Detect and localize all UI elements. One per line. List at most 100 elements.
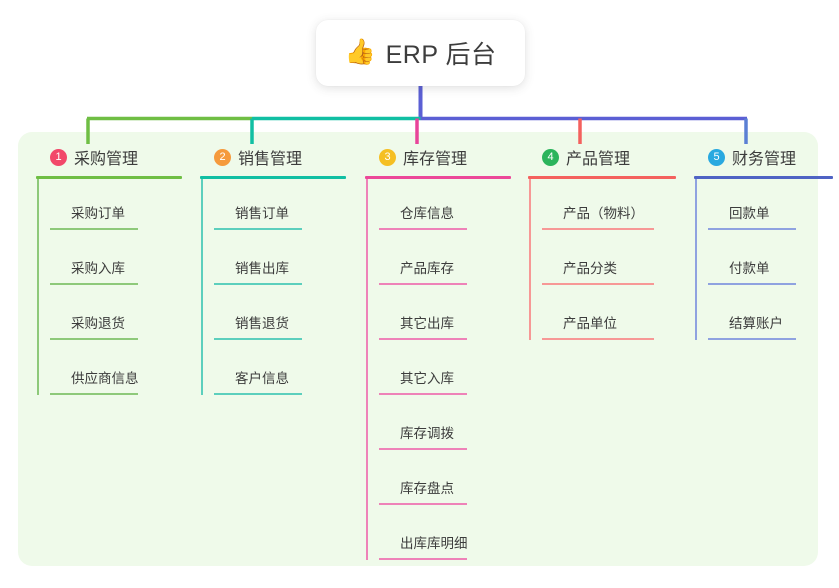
leaf-item-underline — [379, 393, 467, 395]
column-items-3: 仓库信息产品库存其它出库其它入库库存调拨库存盘点出库库明细 — [365, 179, 511, 564]
column-title-1: 采购管理 — [74, 151, 139, 168]
leaf-item[interactable]: 供应商信息 — [50, 344, 182, 399]
leaf-item-label: 销售出库 — [235, 261, 289, 276]
column-rail-3 — [366, 179, 368, 560]
leaf-item-underline — [214, 338, 302, 340]
column-rail-4 — [529, 179, 531, 340]
leaf-item-label: 采购订单 — [71, 206, 125, 221]
root-node-card[interactable]: 👍 ERP 后台 — [316, 20, 525, 86]
leaf-item[interactable]: 销售退货 — [214, 289, 346, 344]
leaf-item-label: 销售订单 — [235, 206, 289, 221]
column-underline-2 — [200, 176, 346, 179]
leaf-item-label: 其它出库 — [400, 316, 454, 331]
leaf-item[interactable]: 付款单 — [708, 234, 833, 289]
leaf-item[interactable]: 客户信息 — [214, 344, 346, 399]
thumbs-up-icon: 👍 — [344, 37, 376, 66]
leaf-item-underline — [379, 503, 467, 505]
background-panel — [18, 132, 818, 566]
leaf-item-label: 库存调拨 — [400, 426, 454, 441]
column-title-5: 财务管理 — [732, 151, 797, 168]
leaf-item-underline — [50, 393, 138, 395]
leaf-item-label: 出库库明细 — [400, 536, 468, 551]
leaf-item-underline — [379, 228, 467, 230]
column-4: 4 产品管理产品（物料） 产品分类产品单位 — [528, 144, 676, 344]
leaf-item[interactable]: 产品库存 — [379, 234, 511, 289]
column-rail-1 — [37, 179, 39, 395]
leaf-item-underline — [379, 338, 467, 340]
leaf-item[interactable]: 仓库信息 — [379, 179, 511, 234]
leaf-item-label: 客户信息 — [235, 371, 289, 386]
leaf-item-underline — [379, 283, 467, 285]
leaf-item[interactable]: 销售订单 — [214, 179, 346, 234]
column-underline-4 — [528, 176, 676, 179]
leaf-item[interactable]: 回款单 — [708, 179, 833, 234]
column-rail-5 — [695, 179, 697, 340]
leaf-item-label: 付款单 — [729, 261, 770, 276]
leaf-item-underline — [50, 338, 138, 340]
leaf-item[interactable]: 产品分类 — [542, 234, 676, 289]
column-items-1: 采购订单采购入库采购退货供应商信息 — [36, 179, 182, 399]
leaf-item-label: 库存盘点 — [400, 481, 454, 496]
leaf-item[interactable]: 采购退货 — [50, 289, 182, 344]
column-header-1[interactable]: 1 采购管理 — [36, 144, 182, 170]
leaf-item-label: 产品（物料） — [563, 206, 644, 221]
column-rail-2 — [201, 179, 203, 395]
leaf-item[interactable]: 采购订单 — [50, 179, 182, 234]
leaf-item-label: 仓库信息 — [400, 206, 454, 221]
column-items-2: 销售订单销售出库销售退货客户信息 — [200, 179, 346, 399]
leaf-item-label: 销售退货 — [235, 316, 289, 331]
leaf-item[interactable]: 库存调拨 — [379, 399, 511, 454]
leaf-item-underline — [708, 228, 796, 230]
column-badge-5: 5 — [708, 148, 725, 166]
leaf-item-label: 结算账户 — [729, 316, 783, 331]
column-badge-3: 3 — [379, 148, 396, 166]
leaf-item-underline — [214, 283, 302, 285]
leaf-item-underline — [214, 228, 302, 230]
column-badge-4: 4 — [542, 148, 559, 166]
leaf-item[interactable]: 其它出库 — [379, 289, 511, 344]
leaf-item-underline — [50, 228, 138, 230]
column-5: 5 财务管理回款单付款单结算账户 — [694, 144, 833, 344]
leaf-item-label: 产品分类 — [563, 261, 617, 276]
column-1: 1 采购管理采购订单采购入库采购退货供应商信息 — [36, 144, 182, 399]
column-badge-1: 1 — [50, 148, 67, 166]
leaf-item[interactable]: 库存盘点 — [379, 454, 511, 509]
leaf-item-underline — [542, 338, 654, 340]
column-badge-2: 2 — [214, 148, 231, 166]
leaf-item-underline — [379, 448, 467, 450]
leaf-item-label: 供应商信息 — [71, 371, 139, 386]
leaf-item[interactable]: 产品（物料） — [542, 179, 676, 234]
leaf-item-label: 其它入库 — [400, 371, 454, 386]
column-header-5[interactable]: 5 财务管理 — [694, 144, 833, 170]
column-underline-5 — [694, 176, 833, 179]
leaf-item-label: 产品库存 — [400, 261, 454, 276]
leaf-item-underline — [542, 228, 654, 230]
column-items-5: 回款单付款单结算账户 — [694, 179, 833, 344]
leaf-item-underline — [708, 338, 796, 340]
leaf-item-underline — [50, 283, 138, 285]
leaf-item[interactable]: 结算账户 — [708, 289, 833, 344]
column-underline-3 — [365, 176, 511, 179]
column-items-4: 产品（物料） 产品分类产品单位 — [528, 179, 676, 344]
leaf-item-underline — [214, 393, 302, 395]
leaf-item-underline — [542, 283, 654, 285]
leaf-item[interactable]: 出库库明细 — [379, 509, 511, 564]
leaf-item-label: 采购入库 — [71, 261, 125, 276]
leaf-item-label: 回款单 — [729, 206, 770, 221]
leaf-item[interactable]: 产品单位 — [542, 289, 676, 344]
leaf-item-label: 采购退货 — [71, 316, 125, 331]
leaf-item[interactable]: 销售出库 — [214, 234, 346, 289]
root-node-title: ERP 后台 — [385, 41, 497, 69]
column-underline-1 — [36, 176, 182, 179]
leaf-item[interactable]: 采购入库 — [50, 234, 182, 289]
column-header-4[interactable]: 4 产品管理 — [528, 144, 676, 170]
column-title-4: 产品管理 — [566, 151, 631, 168]
leaf-item-label: 产品单位 — [563, 316, 617, 331]
leaf-item-underline — [708, 283, 796, 285]
leaf-item[interactable]: 其它入库 — [379, 344, 511, 399]
